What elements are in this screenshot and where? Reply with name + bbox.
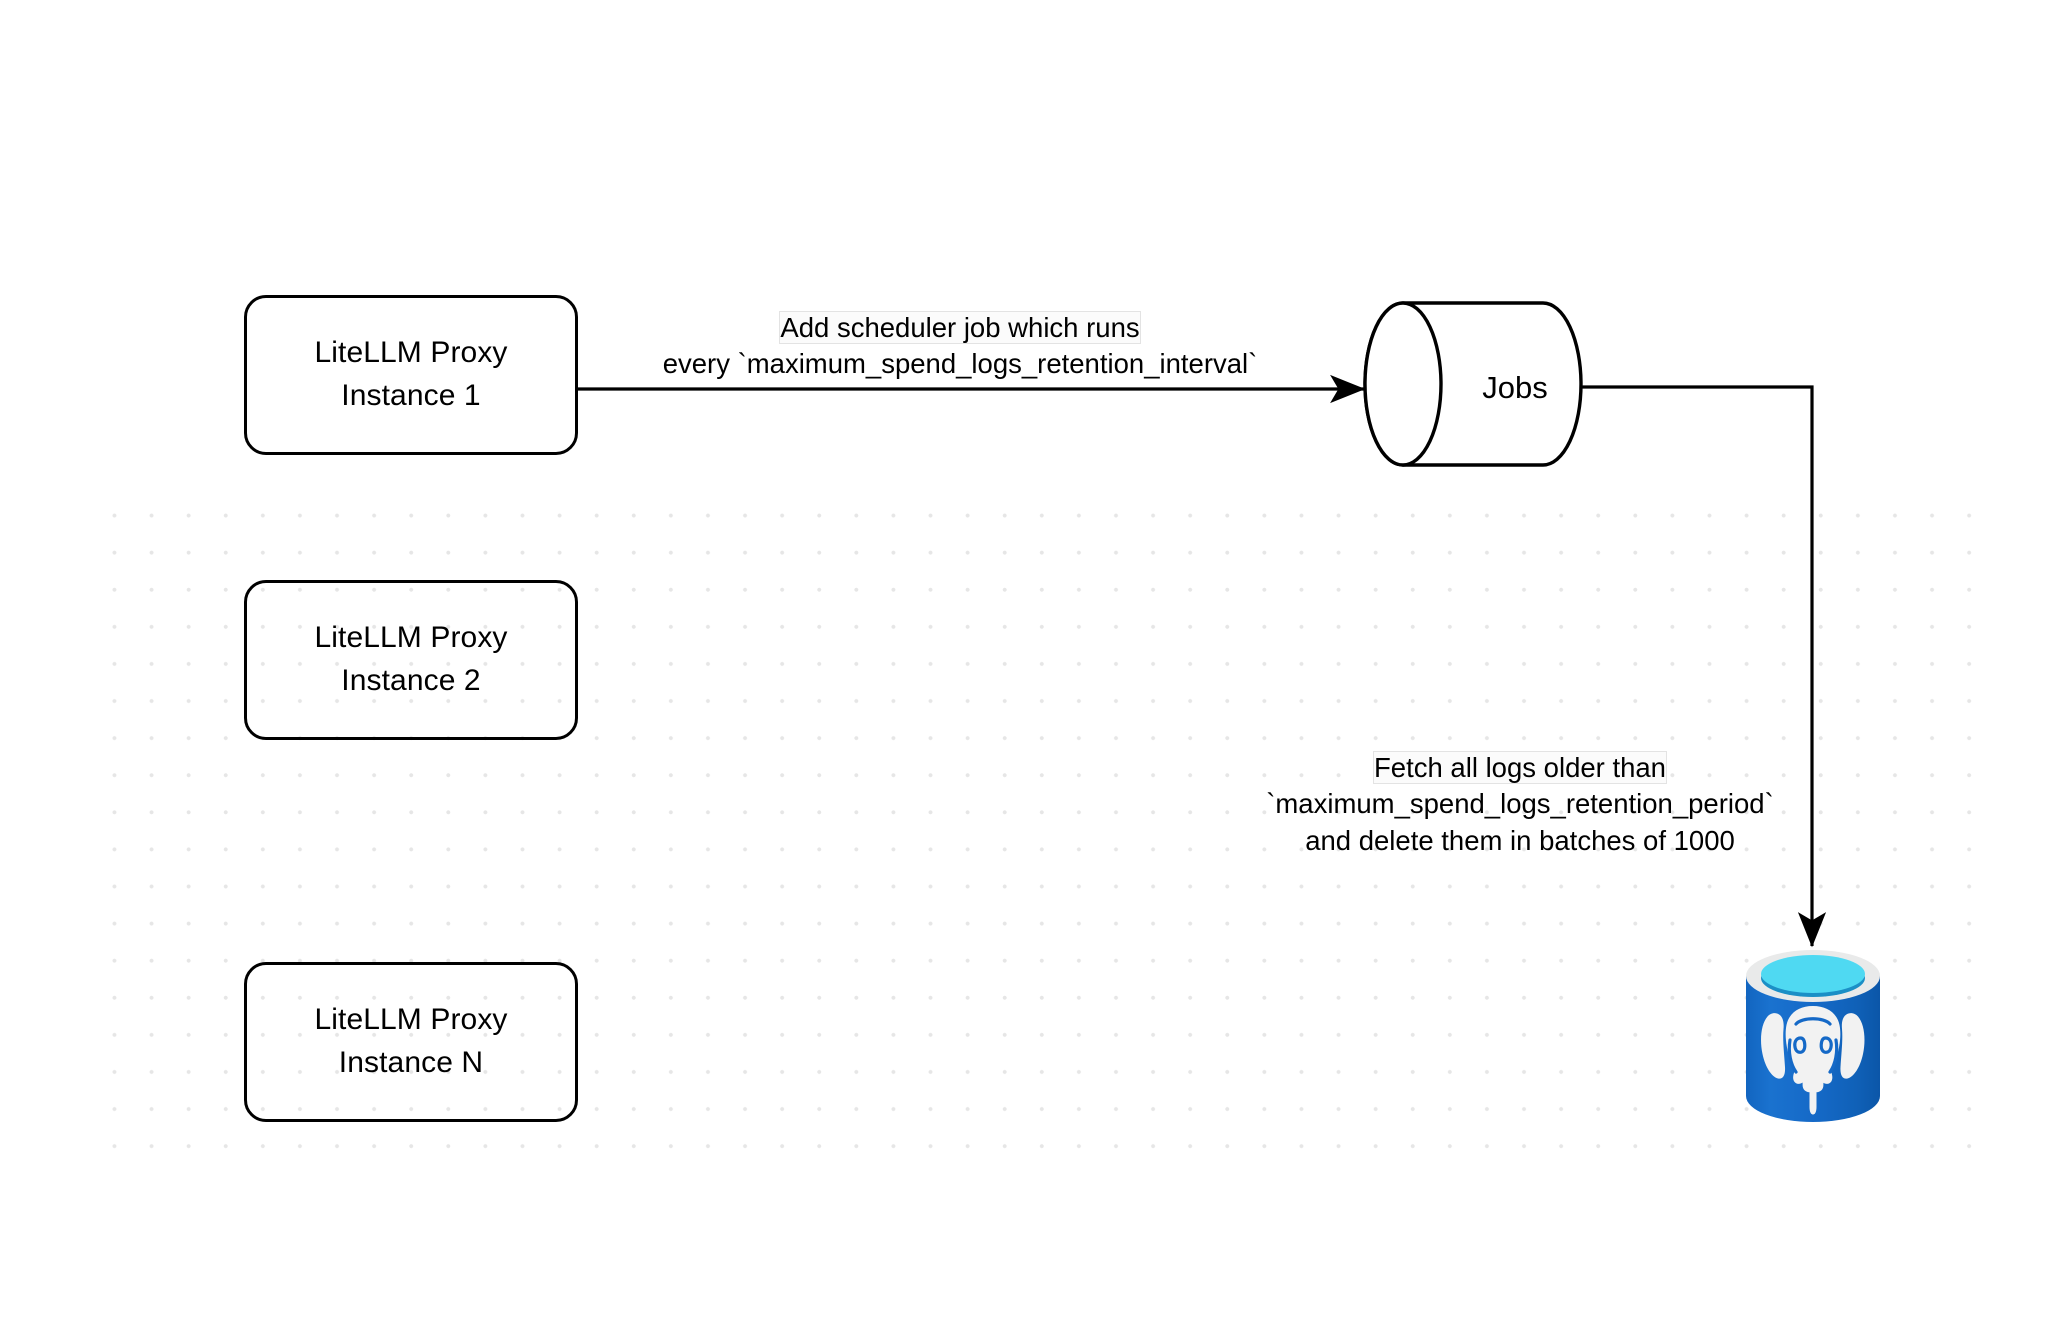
node-jobs-label: Jobs <box>1482 370 1548 405</box>
edge-label-add-scheduler-job: Add scheduler job which runs every `maxi… <box>600 310 1320 383</box>
edge-label-line3: and delete them in batches of 1000 <box>1305 824 1735 856</box>
node-proxy-instance-n-line2: Instance N <box>338 1046 484 1079</box>
node-proxy-instance-1-line1: LiteLLM Proxy <box>314 336 508 370</box>
edge-label-line1: Add scheduler job which runs <box>780 312 1140 343</box>
node-proxy-instance-1[interactable]: LiteLLM Proxy Instance 1 <box>244 295 578 455</box>
postgres-elephant-outlines <box>1787 1017 1839 1074</box>
node-proxy-instance-2-line2: Instance 2 <box>341 664 481 697</box>
edge-label-line2: every `maximum_spend_logs_retention_inte… <box>662 348 1258 380</box>
edge-label-fetch-and-delete-logs: Fetch all logs older than `maximum_spend… <box>1240 750 1800 859</box>
jobs-cylinder-shape <box>1363 301 1583 467</box>
node-proxy-instance-n-line1: LiteLLM Proxy <box>314 1003 508 1037</box>
connector-jobs-to-postgres <box>1581 385 1827 948</box>
postgresql-database-icon[interactable] <box>1744 944 1882 1130</box>
node-proxy-instance-1-line2: Instance 1 <box>341 379 481 412</box>
node-proxy-instance-2[interactable]: LiteLLM Proxy Instance 2 <box>244 580 578 740</box>
node-proxy-instance-n[interactable]: LiteLLM Proxy Instance N <box>244 962 578 1122</box>
edge-label-line1: Fetch all logs older than <box>1374 752 1666 783</box>
edge-label-line2: `maximum_spend_logs_retention_period` <box>1266 788 1774 820</box>
postgres-elephant-glyph <box>1761 1006 1865 1115</box>
node-proxy-instance-2-line1: LiteLLM Proxy <box>314 621 508 655</box>
